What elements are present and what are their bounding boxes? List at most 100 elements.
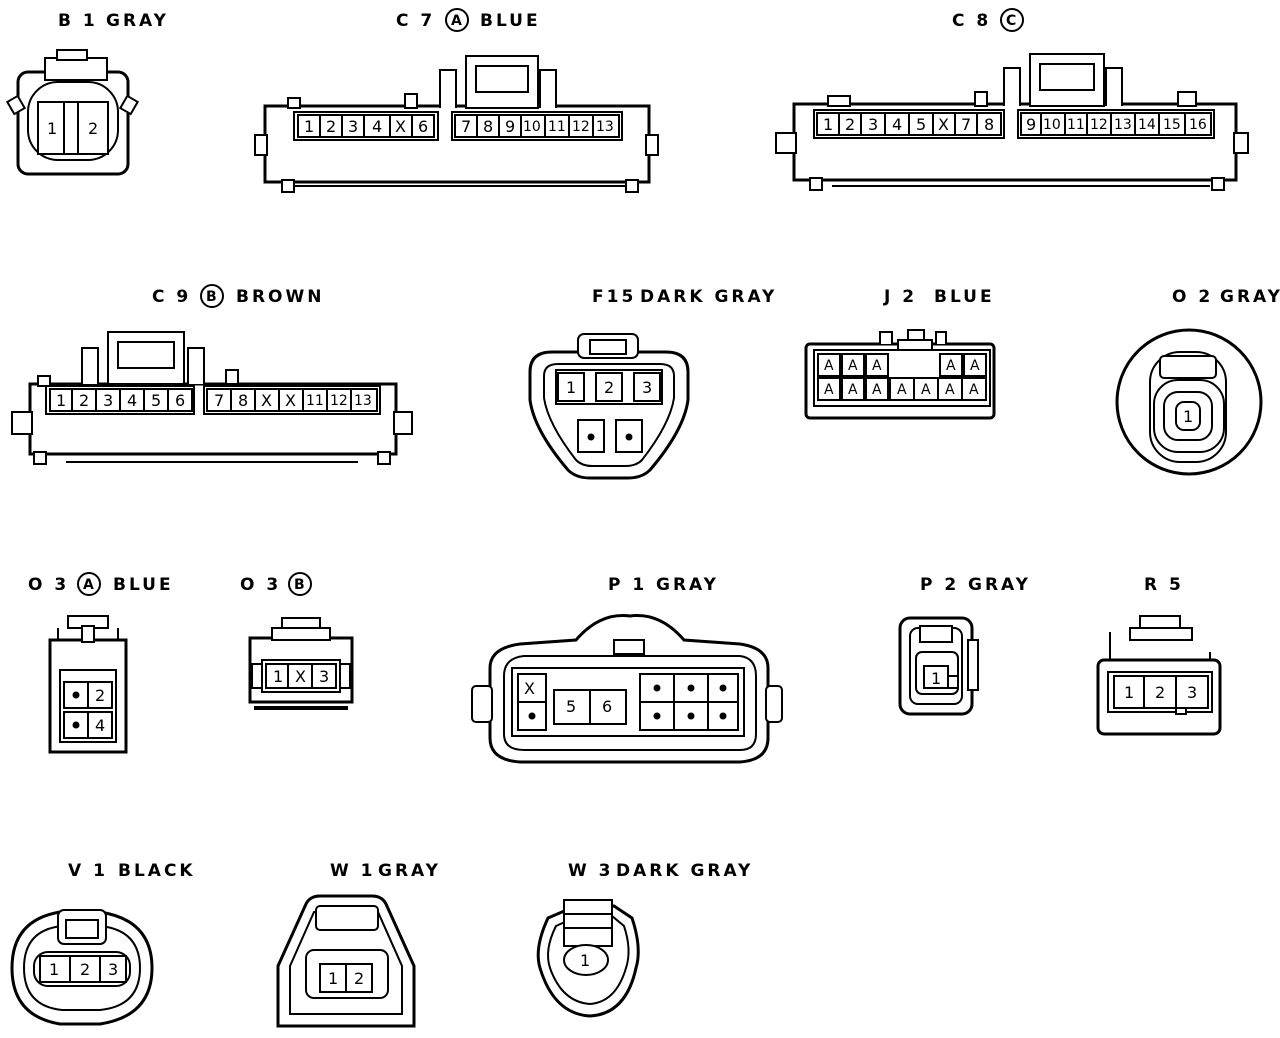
pin-c9-8: X xyxy=(261,391,272,410)
pins-c7: 1 2 3 4 X 6 7 8 9 10 11 12 13 xyxy=(297,114,620,138)
pin-c8-11: 12 xyxy=(1090,117,1108,133)
label-p1-code: P 1 xyxy=(608,575,647,595)
connector-p2: P 2 GRAY 1 xyxy=(898,575,1031,716)
pin-c7-6: 7 xyxy=(461,117,471,136)
pin-j2-3: A xyxy=(946,358,956,374)
label-c7-color: BLUE xyxy=(480,11,541,31)
label-b1-code: B 1 xyxy=(58,11,98,31)
pin-c7-9: 10 xyxy=(523,119,541,135)
pin-j2-11: A xyxy=(969,382,979,398)
pin-c7-5: 6 xyxy=(418,117,428,136)
label-b1-color: GRAY xyxy=(106,11,169,31)
label-w1-color: GRAY xyxy=(378,861,441,881)
label-v1-code: V 1 xyxy=(68,861,108,881)
pin-f15-0: 1 xyxy=(566,378,576,397)
label-p2-code: P 2 xyxy=(920,575,959,595)
pin-j2-0: A xyxy=(824,358,834,374)
badge-c7 xyxy=(445,8,469,32)
pin-p1-2: 6 xyxy=(602,697,612,716)
badge-o3b xyxy=(288,572,312,596)
pin-j2-9: A xyxy=(921,382,931,398)
connector-o3a: O 3 A BLUE 2 4 xyxy=(28,572,174,754)
pin-v1-2: 3 xyxy=(108,960,118,979)
pin-o3a-1: 4 xyxy=(95,716,105,735)
connector-j2: J 2 BLUE A A A A A A A A A A A A xyxy=(804,287,996,420)
pin-b1-0: 1 xyxy=(47,119,57,138)
pin-v1-1: 2 xyxy=(80,960,90,979)
pin-c7-12: 13 xyxy=(596,119,614,135)
label-p2-color: GRAY xyxy=(968,575,1031,595)
pins-c8: 1 2 3 4 5 X 7 8 9 10 11 12 13 14 15 16 xyxy=(816,112,1212,136)
pin-c8-5: X xyxy=(938,115,949,134)
pin-c8-3: 4 xyxy=(892,115,902,134)
pin-c9-10: 11 xyxy=(306,393,324,409)
label-v1-color: BLACK xyxy=(118,861,196,881)
pin-w1-0: 1 xyxy=(328,969,338,988)
label-j2-color: BLUE xyxy=(934,287,995,307)
pin-c8-1: 2 xyxy=(845,115,855,134)
pin-c8-2: 3 xyxy=(868,115,878,134)
pin-j2-5: A xyxy=(824,382,834,398)
connector-f15: F15 DARK GRAY 1 2 3 xyxy=(528,287,777,480)
pin-c9-2: 3 xyxy=(103,391,113,410)
pin-c8-7: 8 xyxy=(984,115,994,134)
pin-j2-8: A xyxy=(897,382,907,398)
pin-b1-1: 2 xyxy=(88,119,98,138)
pin-c8-10: 11 xyxy=(1067,117,1085,133)
pin-p2-0: 1 xyxy=(931,669,941,688)
pin-c7-11: 12 xyxy=(572,119,590,135)
connector-o2: O 2 GRAY 1 xyxy=(1115,287,1280,476)
pin-c9-1: 2 xyxy=(79,391,89,410)
pin-j2-10: A xyxy=(945,382,955,398)
pin-c7-1: 2 xyxy=(326,117,336,136)
connector-c7: C 7 A BLUE 1 2 3 4 X 6 7 8 9 10 11 12 xyxy=(254,8,659,193)
badge-o3a-letter: A xyxy=(83,577,94,593)
connector-w3: W 3 DARK GRAY 1 xyxy=(536,861,753,1018)
pin-c8-8: 9 xyxy=(1026,115,1036,134)
pin-c8-6: 7 xyxy=(961,115,971,134)
label-f15-code: F15 xyxy=(592,287,636,307)
connector-o3b: O 3 B 1 X 3 xyxy=(240,572,354,710)
pin-c8-15: 16 xyxy=(1189,117,1207,133)
pin-o3b-1: X xyxy=(295,667,306,686)
pin-r5-2: 3 xyxy=(1187,683,1197,702)
label-r5-code: R 5 xyxy=(1144,575,1184,595)
pin-c9-11: 12 xyxy=(330,393,348,409)
label-w3-color: DARK GRAY xyxy=(616,861,753,881)
pin-w1-1: 2 xyxy=(354,969,364,988)
pin-p1-1: 5 xyxy=(566,697,576,716)
pin-c9-3: 4 xyxy=(127,391,137,410)
pin-v1-0: 1 xyxy=(49,960,59,979)
connector-p1: P 1 GRAY X 5 6 xyxy=(471,575,783,764)
pin-c8-14: 15 xyxy=(1163,117,1181,133)
badge-c8 xyxy=(1000,8,1024,32)
pin-c7-7: 8 xyxy=(483,117,493,136)
connector-v1: V 1 BLACK 1 2 3 xyxy=(10,861,196,1026)
pin-j2-2: A xyxy=(872,358,882,374)
pin-c8-9: 10 xyxy=(1043,117,1061,133)
label-c9-code: C 9 xyxy=(152,287,191,307)
label-w3-code: W 3 xyxy=(568,861,614,881)
badge-c8-letter: C xyxy=(1006,13,1016,29)
badge-c9-letter: B xyxy=(206,289,217,305)
label-o3a-color: BLUE xyxy=(113,575,174,595)
pin-c7-4: X xyxy=(395,117,406,136)
connector-c8: C 8 C 1 2 3 4 5 X 7 8 9 10 11 12 xyxy=(775,8,1249,191)
connector-c9: C 9 B BROWN 1 2 3 4 5 6 7 8 X X 11 12 xyxy=(11,284,413,465)
pin-w3-0: 1 xyxy=(580,951,590,970)
pin-r5-1: 2 xyxy=(1155,683,1165,702)
pin-c9-4: 5 xyxy=(151,391,161,410)
label-c8-code: C 8 xyxy=(952,11,991,31)
pin-j2-4: A xyxy=(970,358,980,374)
pin-f15-1: 2 xyxy=(604,378,614,397)
label-p1-color: GRAY xyxy=(656,575,719,595)
badge-c9 xyxy=(200,284,224,308)
label-w1-code: W 1 xyxy=(330,861,376,881)
label-f15-color: DARK GRAY xyxy=(640,287,777,307)
pin-c9-7: 8 xyxy=(238,391,248,410)
pin-j2-6: A xyxy=(848,382,858,398)
pin-f15-2: 3 xyxy=(642,378,652,397)
badge-o3b-letter: B xyxy=(294,577,305,593)
pin-c7-0: 1 xyxy=(304,117,314,136)
pin-c8-4: 5 xyxy=(916,115,926,134)
